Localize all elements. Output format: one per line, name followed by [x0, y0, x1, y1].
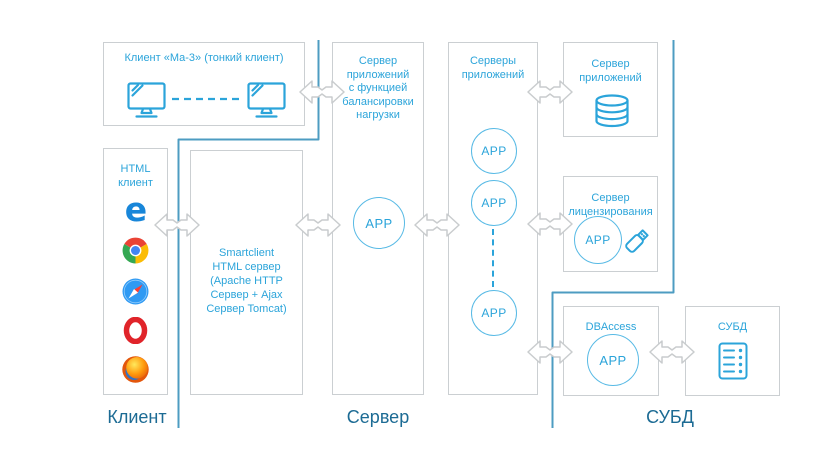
- svg-text:e: e: [125, 196, 147, 223]
- database-icon: [595, 94, 629, 128]
- thin-client-box: Клиент «Ма-3» (тонкий клиент): [103, 42, 305, 126]
- license-server-box: Сервер лицензирования APP: [563, 176, 658, 272]
- app-circle: APP: [587, 334, 639, 386]
- arrow-thinclient-balancer: [299, 77, 345, 107]
- app-servers-box: Серверы приложений APP APP APP: [448, 42, 538, 395]
- arrow-appservers-license: [527, 209, 573, 239]
- html-client-title: HTML клиент: [118, 163, 153, 189]
- app-circle: APP: [471, 180, 517, 226]
- arrow-appservers-dbaccess: [527, 337, 573, 367]
- license-server-title: Сервер лицензирования: [568, 192, 653, 218]
- monitor-icon: [247, 82, 286, 118]
- monitor-icon: [127, 82, 166, 118]
- arrow-dbaccess-subd: [649, 337, 695, 367]
- zone-label-subd: СУБД: [646, 407, 694, 427]
- safari-browser-icon: [122, 278, 149, 305]
- app-servers-title: Серверы приложений: [461, 55, 525, 81]
- app-circle: APP: [353, 197, 405, 249]
- dbaccess-box: DBAccess APP: [563, 306, 659, 396]
- thin-client-title: Клиент «Ма-3» (тонкий клиент): [124, 52, 284, 64]
- app-server-db-box: Сервер приложений: [563, 42, 658, 137]
- zone-label-client: Клиент: [107, 407, 167, 427]
- scaling-dashed-line: [492, 229, 494, 287]
- arrow-htmlclient-smartclient: [154, 210, 200, 240]
- chrome-browser-icon: [122, 237, 149, 264]
- subd-box: СУБД: [685, 306, 780, 396]
- smartclient-title: Smartclient HTML сервер (Apache HTTP Сер…: [206, 247, 287, 315]
- app-circle: APP: [471, 290, 517, 336]
- html-client-box: HTML клиент e: [103, 148, 168, 395]
- zone-label-server: Сервер: [346, 407, 410, 427]
- arrow-appservers-appserverdb: [527, 77, 573, 107]
- arrow-balancer-appservers: [414, 210, 460, 240]
- usb-dongle-icon: [625, 229, 649, 253]
- edge-browser-icon: e: [125, 196, 147, 223]
- arrow-smartclient-balancer: [295, 210, 341, 240]
- db-server-icon: [718, 342, 748, 380]
- balancer-box: Сервер приложений с функцией балансировк…: [332, 42, 424, 395]
- subd-title: СУБД: [717, 321, 748, 333]
- thin-client-monitors: [127, 82, 286, 118]
- app-server-db-title: Сервер приложений: [579, 58, 642, 84]
- app-circle: APP: [471, 128, 517, 174]
- balancer-title: Сервер приложений с функцией балансировк…: [342, 55, 414, 121]
- opera-browser-icon: [123, 317, 148, 344]
- zone-divider-server-subd: [551, 40, 675, 428]
- firefox-browser-icon: [122, 356, 149, 383]
- app-circle: APP: [574, 216, 622, 264]
- smartclient-box: Smartclient HTML сервер (Apache HTTP Сер…: [190, 150, 303, 395]
- dbaccess-title: DBAccess: [585, 321, 637, 333]
